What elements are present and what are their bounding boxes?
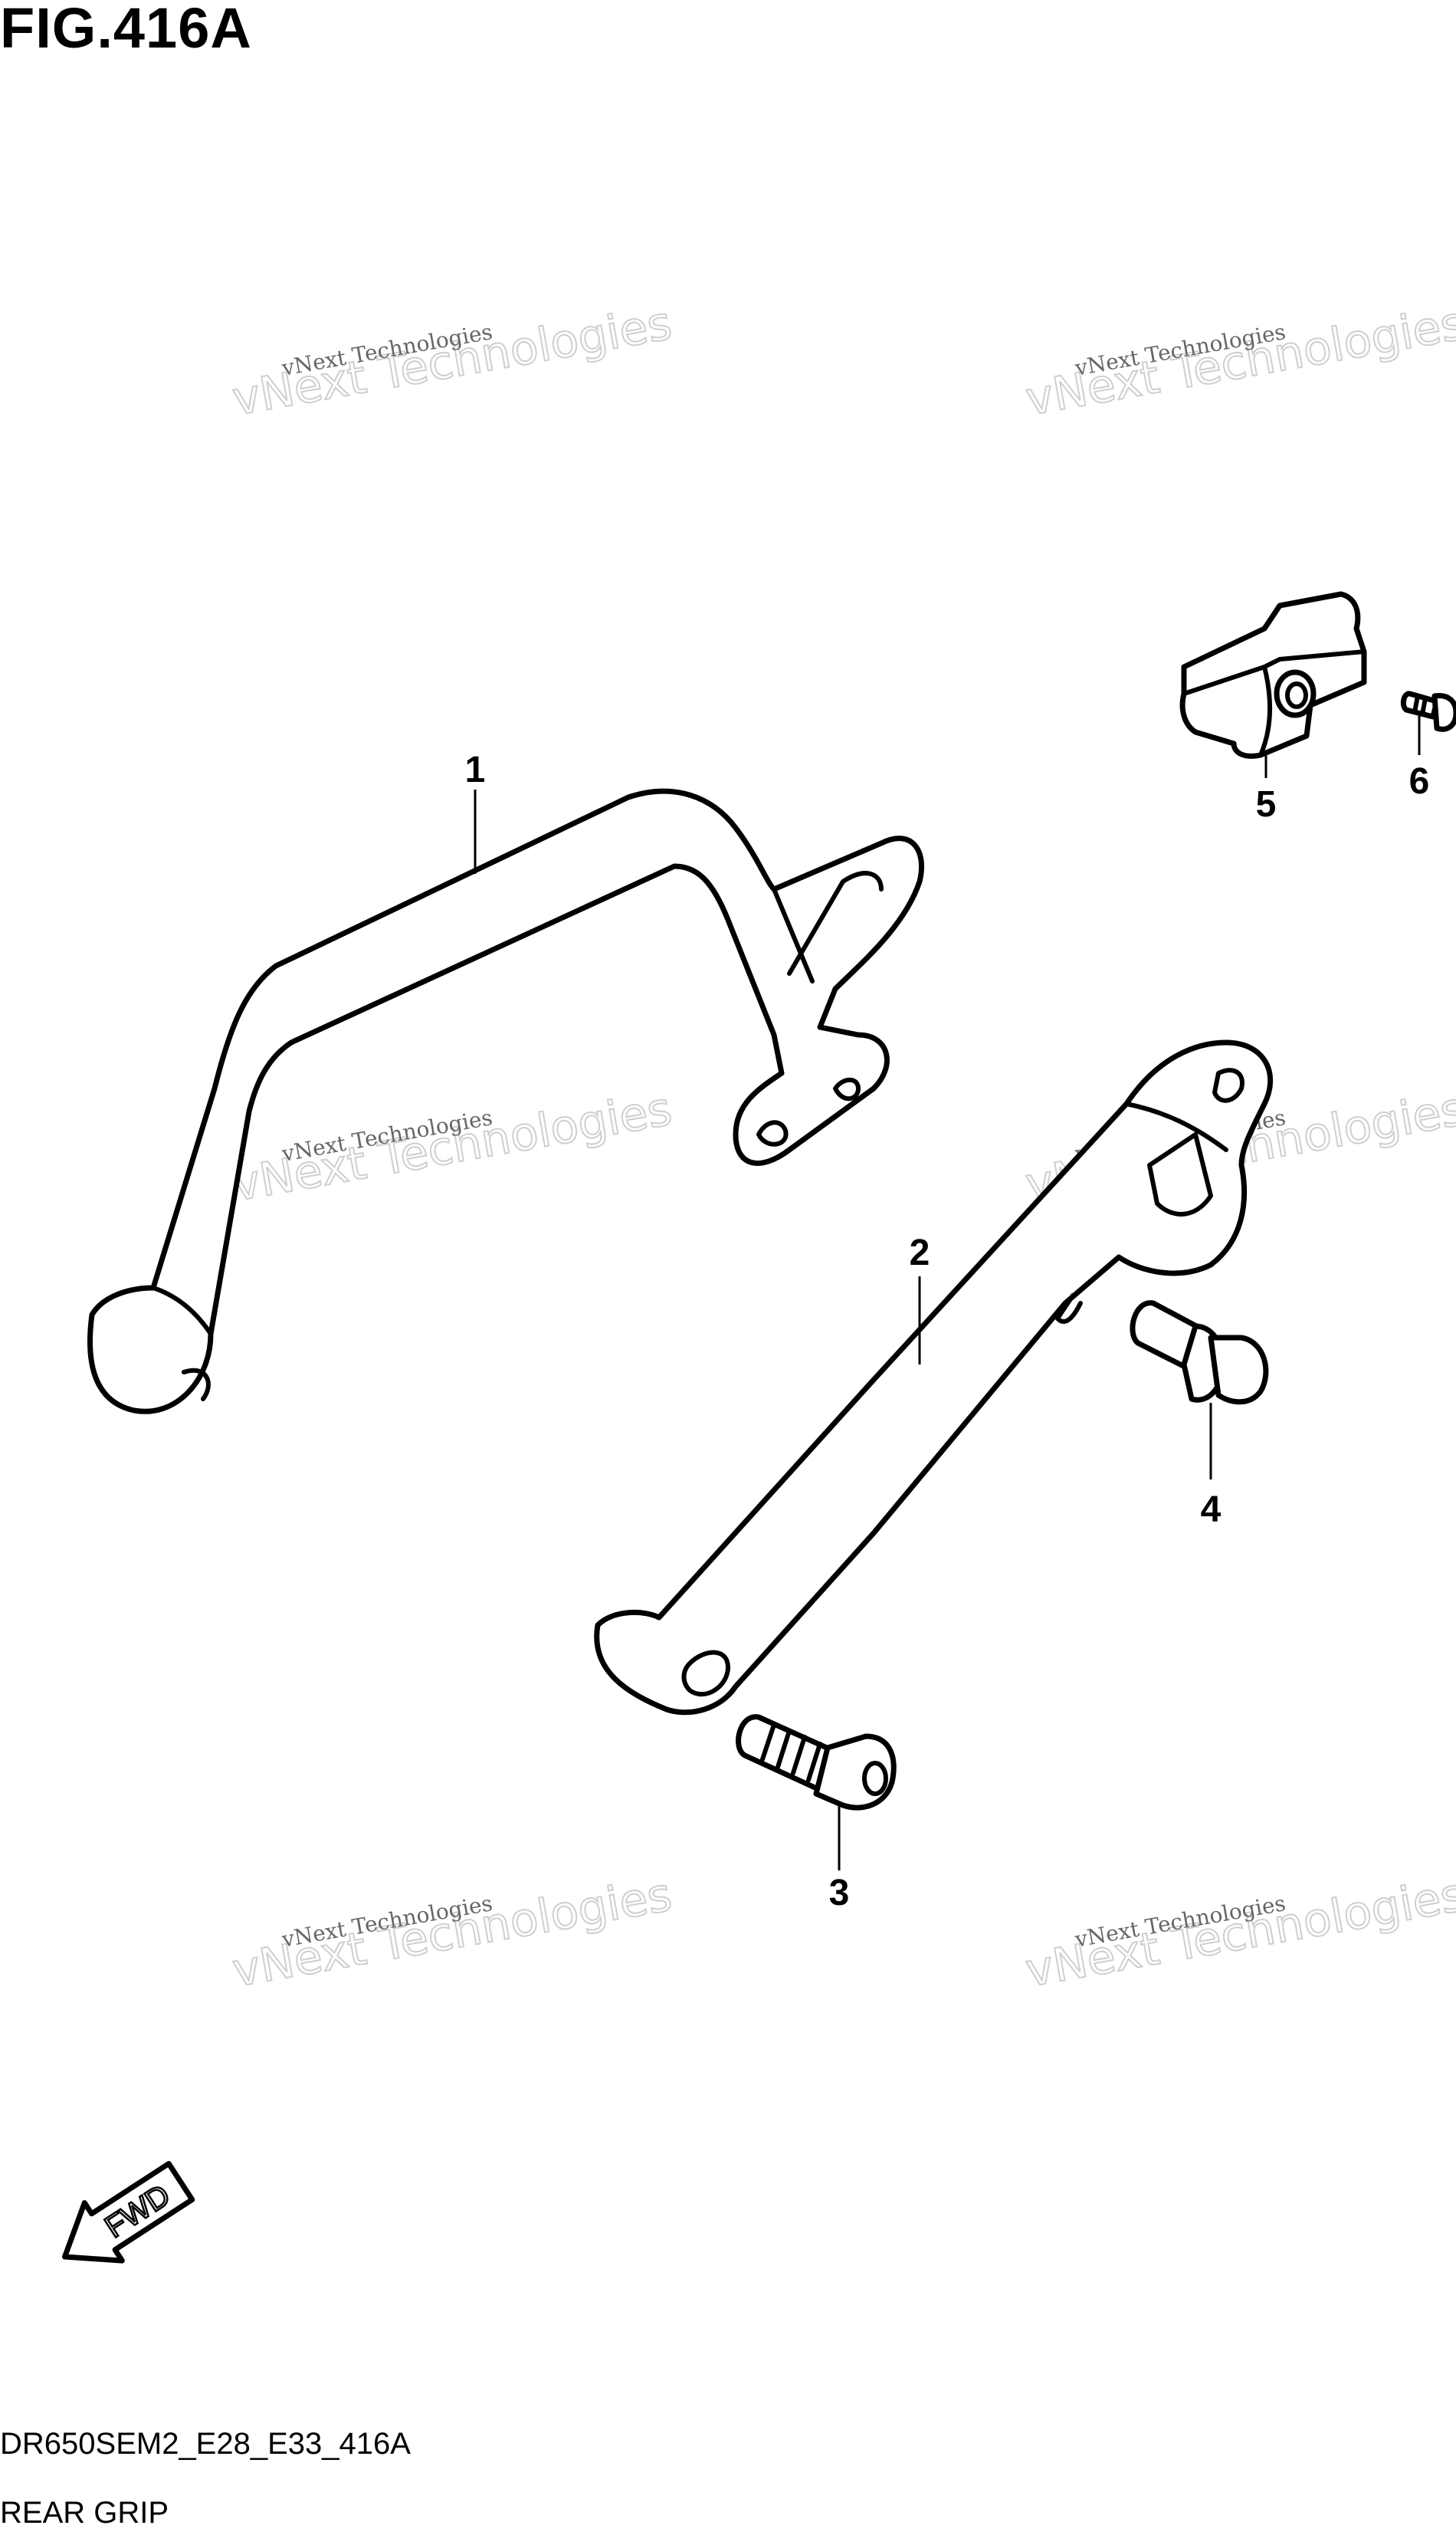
watermark: vNext Technologies vNext Technologies [1021, 296, 1456, 428]
watermark: vNext Technologies vNext Technologies [228, 1082, 676, 1213]
callout-1[interactable]: 1 [465, 750, 486, 790]
fwd-direction-marker: FWD [62, 2160, 195, 2264]
watermark: vNext Technologies vNext Technologies [228, 296, 676, 428]
diagram-name: REAR GRIP [0, 2496, 169, 2530]
callout-labels: 1 2 3 4 5 6 [465, 750, 1430, 1913]
part-5-clamp[interactable] [1179, 591, 1367, 759]
part-1-rear-grip-left[interactable] [87, 788, 925, 1414]
leader-lines [474, 713, 1421, 1870]
callout-4[interactable]: 4 [1201, 1489, 1222, 1530]
callout-2[interactable]: 2 [910, 1233, 930, 1273]
watermark: vNext Technologies vNext Technologies [1021, 1867, 1456, 1999]
part-3-bolt[interactable] [736, 1714, 897, 1811]
callout-6[interactable]: 6 [1409, 761, 1430, 802]
part-4-flange-bolt[interactable] [1130, 1300, 1269, 1405]
callout-3[interactable]: 3 [829, 1873, 850, 1913]
watermark: vNext Technologies vNext Technologies [228, 1867, 676, 1999]
callout-5[interactable]: 5 [1256, 784, 1277, 825]
figure-title: FIG.416A [0, 0, 252, 60]
part-6-screw[interactable] [1400, 691, 1456, 732]
part-2-rear-grip-right[interactable] [594, 1039, 1274, 1716]
diagram-code: DR650SEM2_E28_E33_416A [0, 2427, 411, 2461]
